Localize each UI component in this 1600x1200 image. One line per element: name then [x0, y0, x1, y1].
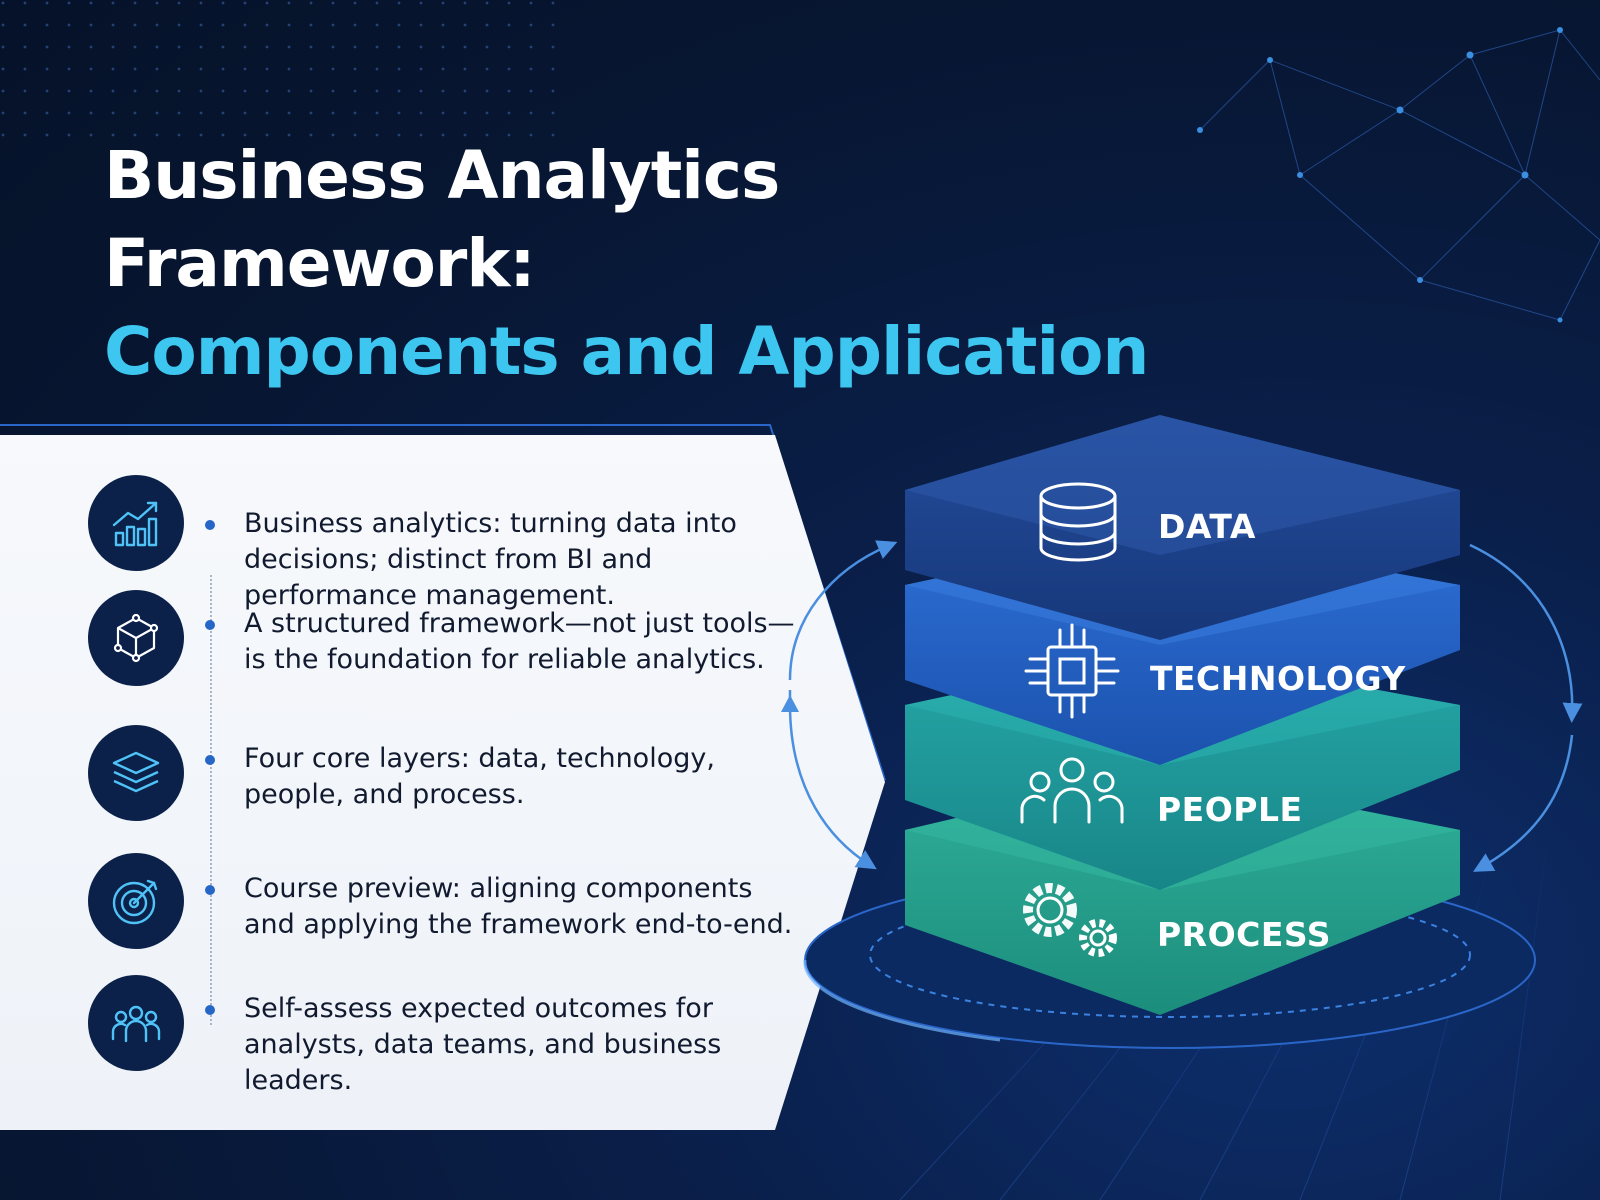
- bullet-dot: [205, 885, 215, 895]
- list-connector: [210, 575, 212, 1025]
- bullet-dot: [205, 620, 215, 630]
- bullet-text: Course preview: aligning components and …: [244, 873, 793, 940]
- list-item: A structured framework—not just tools—is…: [88, 590, 795, 686]
- list-item: Four core layers: data, technology, peop…: [88, 725, 788, 821]
- layer-label-process: PROCESS: [1157, 915, 1331, 954]
- target-icon: [88, 853, 184, 949]
- arrow-right-lower: [1473, 734, 1574, 872]
- bullet-text: Four core layers: data, technology, peop…: [244, 743, 715, 810]
- bullet-dot: [205, 1005, 215, 1015]
- page-title: Business Analytics Framework: Components…: [104, 132, 1149, 396]
- bullet-text: Business analytics: turning data into de…: [244, 508, 737, 611]
- layer-label-people: PEOPLE: [1157, 790, 1303, 829]
- gears-icon: [1023, 883, 1117, 957]
- people-icon: [1020, 757, 1124, 824]
- title-line-3: Components and Application: [104, 313, 1149, 390]
- list-item: Business analytics: turning data into de…: [88, 475, 788, 611]
- chip-icon: [1024, 623, 1120, 719]
- arrow-left-lower: [788, 704, 877, 870]
- title-line-1: Business Analytics: [104, 137, 780, 214]
- database-icon: [1039, 482, 1117, 562]
- cycle-arrows: [788, 540, 1583, 872]
- layer-label-technology: TECHNOLOGY: [1150, 659, 1406, 698]
- bullet-list: Business analytics: turning data into de…: [0, 435, 885, 1130]
- bullet-dot: [205, 755, 215, 765]
- cube-network-icon: [88, 590, 184, 686]
- growth-chart-icon: [88, 475, 184, 571]
- title-line-2: Framework:: [104, 225, 536, 302]
- arrow-head-up: [781, 695, 799, 712]
- bullet-dot: [205, 520, 215, 530]
- layer-label-data: DATA: [1158, 507, 1256, 546]
- layers-icon: [88, 725, 184, 821]
- list-item: Self-assess expected outcomes for analys…: [88, 975, 788, 1096]
- bullet-text: A structured framework—not just tools—is…: [244, 608, 795, 675]
- bullet-text: Self-assess expected outcomes for analys…: [244, 993, 722, 1096]
- arrow-left-upper: [788, 540, 898, 681]
- list-item: Course preview: aligning components and …: [88, 853, 792, 949]
- arrow-right-upper: [1469, 543, 1583, 723]
- people-group-icon: [88, 975, 184, 1071]
